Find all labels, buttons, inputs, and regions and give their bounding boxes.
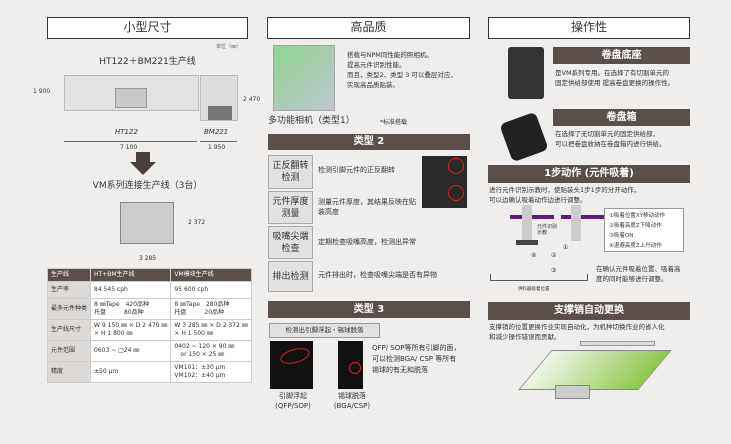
- standard-note: *标准搭载: [380, 119, 408, 126]
- reel-base-text: 是VM系列专用。在选择了有切割单元的 固定供给部使用 提高卷盘更换的操作性。: [555, 69, 675, 87]
- cell: 84 545 cph: [90, 281, 172, 299]
- cell: 8 ㎜Tape 420品种 托盘 80品种: [90, 298, 172, 320]
- dim-vm-height: 2 372: [188, 219, 206, 226]
- type3-caption-bga: 锡球脱落 (BGA/CSP): [333, 392, 371, 410]
- section-title-operability: 操作性: [488, 17, 690, 39]
- step-item: ①吸着位置XY移动动作: [609, 213, 666, 219]
- nozzle-right: [571, 205, 581, 241]
- cell: 精度: [46, 361, 92, 383]
- unit-label: 单位（㎜）: [216, 44, 242, 50]
- type2-label: 排出检测: [268, 261, 313, 292]
- dim-bm: 1 950: [208, 144, 226, 151]
- type2-label: 吸嘴尖端检查: [268, 226, 313, 259]
- lead-lift-image: [270, 341, 313, 389]
- dim-height-left: 1 900: [33, 88, 51, 95]
- feeder-label: 供料器吸着位置: [518, 287, 550, 292]
- cell: 95 600 cph: [170, 281, 252, 299]
- dim-height-right: 2 470: [243, 96, 261, 103]
- step-num-2: ②: [551, 252, 557, 259]
- cell: VM101：±30 μm VM102：±40 μm: [170, 361, 252, 383]
- cell: W 3 285 ㎜ × D 2 372 ㎜ × H 1 500 ㎜: [170, 319, 252, 341]
- type3-bar: 类型 3: [268, 301, 470, 318]
- type2-label: 元件厚度测量: [268, 191, 313, 224]
- type2-label: 正反翻转检测: [268, 155, 313, 189]
- cell: 8 ㎜Tape 280品种 托盘 20品种: [170, 298, 252, 320]
- step-item: ④退避高度Z上升动作: [609, 243, 662, 249]
- cell: 生产线尺寸: [46, 319, 92, 341]
- dim-line: [200, 141, 237, 142]
- step-num-4: ④: [531, 252, 537, 259]
- head-right: [561, 215, 605, 219]
- dim-line: [64, 141, 197, 142]
- section-title-compact: 小型尺寸: [47, 17, 248, 39]
- step-item: ②吸着高度Z下降动作: [609, 223, 662, 229]
- step-num-3: ③: [551, 267, 557, 274]
- ball-drop-image: [338, 341, 363, 389]
- flip-detect-image: [422, 156, 467, 208]
- type2-desc: 元件排出时，检查吸嘴尖端是否有异物: [318, 271, 437, 279]
- label-ht122: HT122: [115, 128, 138, 136]
- th: VM模块生产线: [170, 268, 252, 282]
- nozzle-left: [522, 205, 532, 241]
- step-note: 在确认元件吸着位置、吸着高 度的同时能够进行调整。: [596, 265, 681, 283]
- pin-rail: [580, 341, 655, 346]
- pin-text: 支撑销的位置更换作业实现自动化，为机种切换作业的省人化 和减少操作错误而贡献。: [489, 323, 665, 341]
- line2-title: VM系列连接生产线（3台）: [92, 181, 203, 191]
- section-title-quality: 高品质: [267, 17, 470, 39]
- camera-text: 搭载与NPM同性能的照相机。 提高元件识别性能。 而且，类型2、类型 3 可以叠…: [347, 51, 457, 89]
- step-bar: 1步动作 (元件吸着): [488, 165, 690, 183]
- reel-base-image: [508, 47, 544, 99]
- reel-box-image: [499, 111, 549, 163]
- teach-label: 元件识别 示教: [537, 224, 558, 236]
- step-num-1: ①: [563, 244, 569, 251]
- pcb-board-image: [518, 350, 672, 390]
- type3-caption-qfp: 引脚浮起 (QFP/SOP): [275, 392, 311, 410]
- feeder-tape: [490, 274, 588, 281]
- camera-caption: 多功能相机（类型1）: [268, 116, 355, 126]
- label-bm221: BM221: [204, 128, 229, 136]
- type2-bar: 类型 2: [268, 134, 470, 150]
- down-arrow-icon: [136, 152, 150, 162]
- cell: 元件范围: [46, 340, 92, 362]
- step-text: 进行元件识别示教时，使贴装头1步1步的分开动作， 可以边确认吸着动作边进行调整。: [489, 186, 641, 204]
- dim-ht: 7 100: [120, 144, 138, 151]
- type3-label: 检测出引脚浮起・锡球脱落: [269, 323, 380, 338]
- type2-desc: 检测引脚元件的正反翻转: [318, 166, 395, 174]
- cell: W 9 150 ㎜ × D 2 470 ㎜ × H 1 800 ㎜: [90, 319, 172, 341]
- dim-vm-width: 3 285: [139, 255, 157, 262]
- th: HT+BM生产线: [90, 268, 172, 282]
- reel-base-bar: 卷盘底座: [553, 47, 690, 64]
- camera-image: [273, 45, 335, 111]
- bm221-machine-image: [200, 75, 238, 121]
- step-item: ③吸着ON: [609, 233, 634, 239]
- steps-legend: ①吸着位置XY移动动作 ②吸着高度Z下降动作 ③吸着ON ④退避高度Z上升动作: [604, 208, 684, 252]
- head-left: [510, 215, 554, 219]
- component: [516, 240, 538, 245]
- th: 生产线: [46, 268, 92, 282]
- vm-line-image: [120, 202, 174, 244]
- reel-box-text: 在选择了无切割单元的固定供给部， 可以把卷盘收纳在卷盘箱内进行供给。: [555, 130, 666, 148]
- type2-desc: 测量元件厚度，其结果反映在贴装高度: [318, 198, 416, 216]
- reel-box-bar: 卷盘箱: [553, 109, 690, 126]
- down-arrow-head-icon: [130, 162, 156, 175]
- cell: 生产率: [46, 281, 92, 299]
- type3-text: QFP/ SOP等所有引脚的面， 可以检测BGA/ CSP 等所有 锡球的有无和…: [372, 344, 461, 374]
- pin-bar: 支撑销自动更换: [488, 302, 690, 320]
- line1-title: HT122＋BM221生产线: [99, 57, 196, 67]
- pin-stocker: [555, 385, 590, 399]
- cell: 0402 ~ 120 × 90 ㎜ or 150 × 25 ㎜: [170, 340, 252, 362]
- type2-desc: 定期检查吸嘴高度，检测出异常: [318, 238, 416, 246]
- cell: ±50 μm: [90, 361, 172, 383]
- ht122-machine-image: [64, 75, 199, 111]
- cell: 最多元件种类: [46, 298, 92, 320]
- cell: 0603 ~ □24 ㎜: [90, 340, 172, 362]
